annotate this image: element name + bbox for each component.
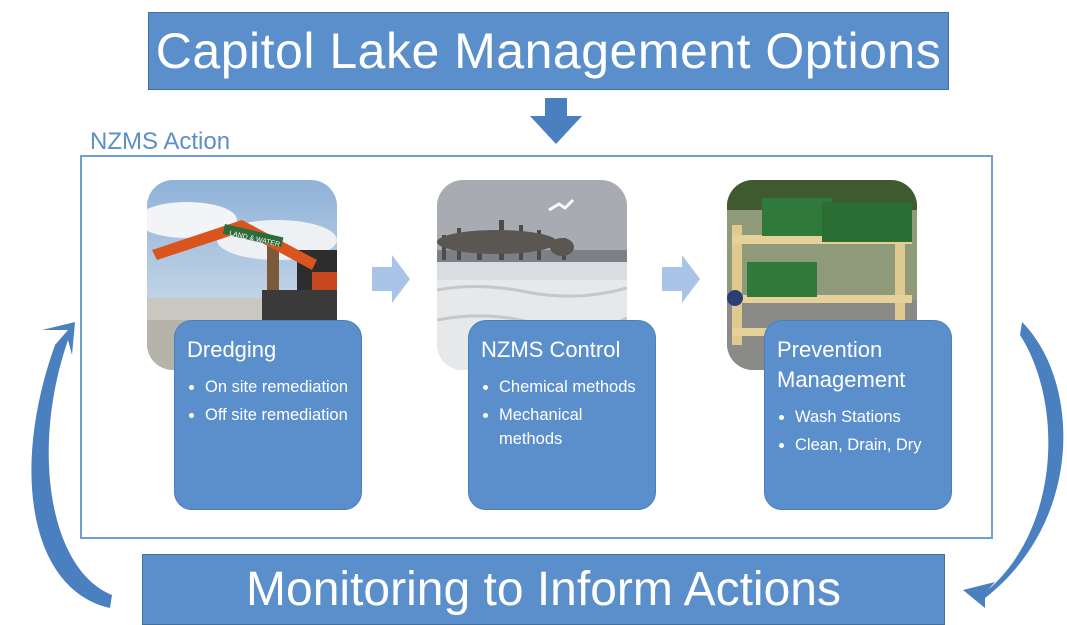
- bullet-item: Clean, Drain, Dry: [795, 433, 939, 457]
- title-text: Capitol Lake Management Options: [155, 23, 942, 79]
- bullet-item: Off site remediation: [205, 403, 349, 427]
- bullet-item: Mechanical methods: [499, 403, 643, 451]
- monitoring-box: Monitoring to Inform Actions: [142, 554, 945, 625]
- card-title: Prevention Management: [777, 337, 906, 392]
- chevron-right-icon: [372, 255, 410, 303]
- dredging-card: Dredging On site remediation Off site re…: [174, 320, 362, 510]
- down-arrow-icon: [530, 98, 582, 144]
- monitoring-text: Monitoring to Inform Actions: [246, 563, 841, 616]
- curved-arrow-left-icon: [31, 322, 112, 608]
- section-label: NZMS Action: [90, 128, 231, 155]
- title-box: Capitol Lake Management Options: [148, 12, 949, 90]
- chevron-right-icon: [662, 255, 700, 303]
- card-title: Dredging: [187, 337, 277, 362]
- bullet-item: Wash Stations: [795, 405, 939, 429]
- card-title: NZMS Control: [481, 337, 621, 362]
- prevention-management-card: Prevention Management Wash Stations Clea…: [764, 320, 952, 510]
- bullet-item: On site remediation: [205, 375, 349, 399]
- nzms-control-card: NZMS Control Chemical methods Mechanical…: [468, 320, 656, 510]
- curved-arrow-right-icon: [963, 322, 1064, 608]
- bullet-item: Chemical methods: [499, 375, 643, 399]
